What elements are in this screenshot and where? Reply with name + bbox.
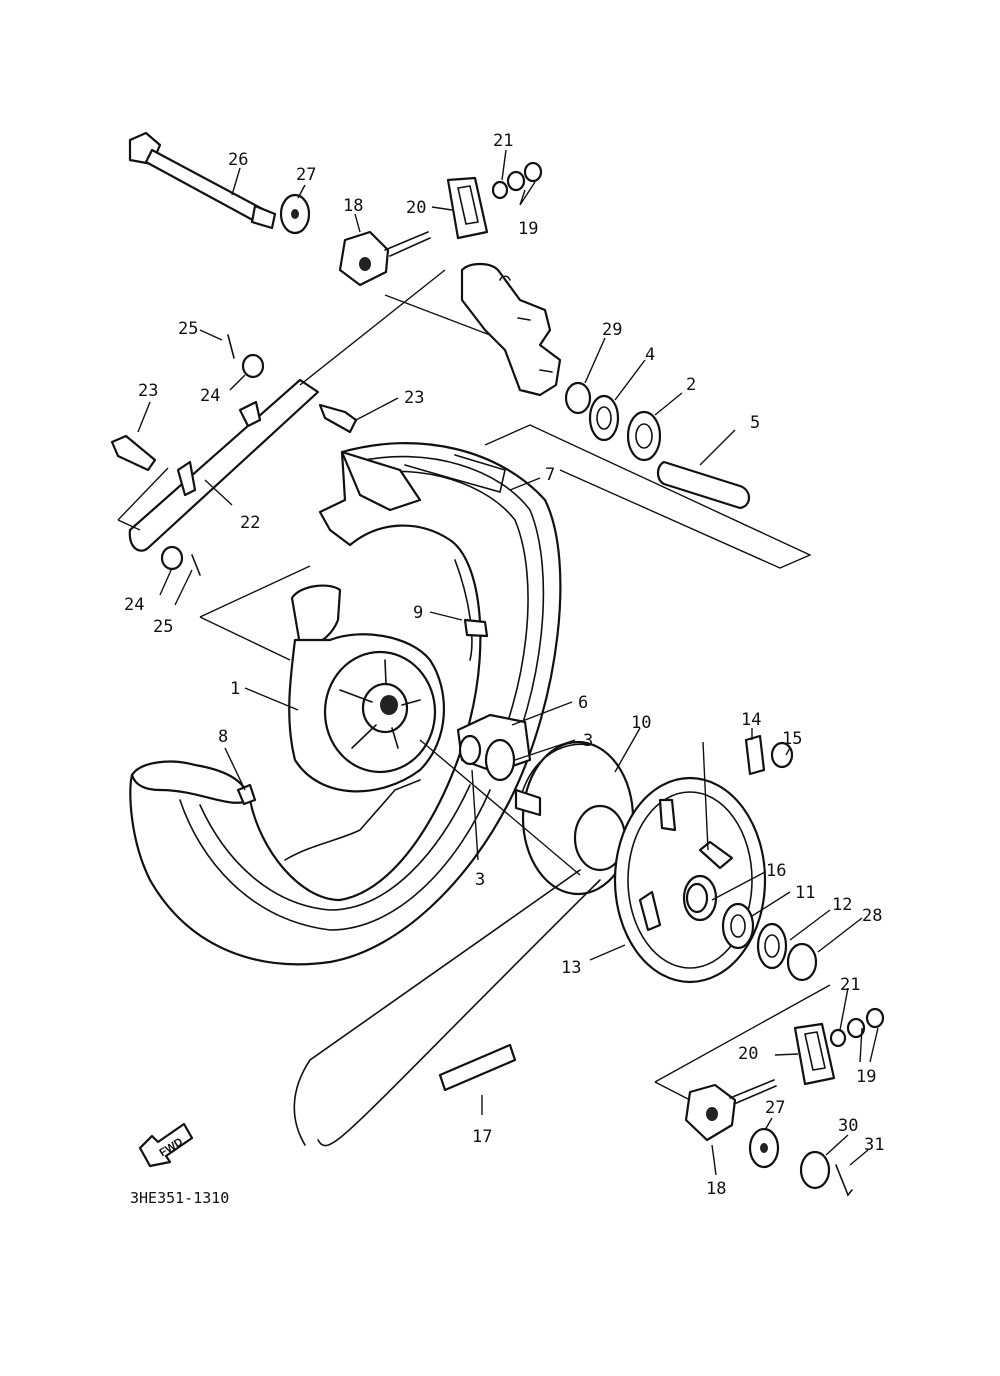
callout-12: 12 (832, 895, 852, 915)
callout-19-lower: 19 (856, 1067, 876, 1087)
callout-27-upper: 27 (296, 165, 316, 185)
clutch-hub-10 (514, 740, 635, 896)
callout-8: 8 (218, 727, 228, 747)
callout-23-left: 23 (138, 381, 158, 401)
rear-axle (128, 131, 277, 230)
callout-5: 5 (750, 413, 760, 433)
callout-17: 17 (472, 1127, 492, 1147)
wheel-hub (284, 584, 445, 861)
diagram-code: 3HE351-1310 (130, 1189, 229, 1207)
chain-puller-upper (338, 230, 431, 287)
bearing-3-inner (458, 734, 482, 766)
nut-24-bottom (160, 545, 184, 571)
washer-21-upper (491, 180, 509, 200)
nut-15 (770, 741, 794, 769)
nut-24-top (241, 353, 265, 379)
nut-19a (506, 170, 526, 192)
adjuster-block-lower (793, 1022, 836, 1086)
sprocket-13 (613, 776, 767, 984)
collar-28 (786, 942, 818, 982)
callout-3-upper: 3 (583, 731, 593, 751)
stud-14 (744, 734, 766, 776)
callout-19-upper: 19 (518, 219, 538, 239)
callout-14: 14 (741, 710, 761, 730)
callout-27-lower: 27 (765, 1098, 785, 1118)
callout-25-top: 25 (178, 319, 198, 339)
callout-2: 2 (686, 375, 696, 395)
callout-numbers: 26 27 18 20 21 19 25 24 23 23 29 4 2 5 7… (124, 131, 884, 1199)
callout-25-bottom: 25 (153, 617, 173, 637)
callout-10: 10 (631, 713, 651, 733)
callout-7: 7 (545, 465, 555, 485)
callout-20-lower: 20 (738, 1044, 758, 1064)
callout-18-lower: 18 (706, 1179, 726, 1199)
valve-bolt (236, 783, 257, 806)
callout-30: 30 (838, 1116, 858, 1136)
callout-leaders (137, 149, 879, 1176)
callout-31: 31 (864, 1135, 884, 1155)
bolt-23-left (110, 434, 157, 472)
callout-1: 1 (230, 679, 240, 699)
callout-6: 6 (578, 693, 588, 713)
nut-19b (523, 161, 543, 183)
rim-band (454, 559, 473, 661)
collar-29 (564, 381, 592, 415)
callout-16: 16 (766, 861, 786, 881)
callout-20-upper: 20 (406, 198, 426, 218)
rear-tire (129, 442, 562, 966)
washer-21-lower (829, 1028, 847, 1048)
axle-nut-30 (799, 1150, 831, 1190)
callout-24-bottom: 24 (124, 595, 144, 615)
callout-29: 29 (602, 320, 622, 340)
callout-24-top: 24 (200, 386, 220, 406)
pin-25-top (227, 334, 235, 359)
callout-22: 22 (240, 513, 260, 533)
callout-11: 11 (795, 883, 815, 903)
callout-28: 28 (862, 906, 882, 926)
torque-rod (128, 378, 320, 552)
assembly-lines (117, 269, 831, 1101)
bearing-3-outer (484, 738, 516, 782)
callout-3-lower: 3 (475, 870, 485, 890)
callout-21-upper: 21 (493, 131, 513, 151)
nut-19d (865, 1007, 885, 1029)
collar-16 (685, 882, 709, 914)
callout-13: 13 (561, 958, 581, 978)
adjuster-block-upper (446, 176, 489, 240)
callout-15: 15 (782, 729, 802, 749)
callout-9: 9 (413, 603, 423, 623)
chain-puller-lower (684, 1079, 777, 1142)
callout-26: 26 (228, 150, 248, 170)
cotter-pin-31 (835, 1164, 853, 1197)
callout-4: 4 (645, 345, 655, 365)
bolt-23-right (318, 403, 358, 434)
oil-seal-4 (588, 394, 620, 442)
drive-chain (293, 869, 601, 1147)
callout-23-right: 23 (404, 388, 424, 408)
spacer-5 (656, 460, 751, 510)
bearing-11 (721, 902, 755, 950)
nut-19c (846, 1017, 866, 1039)
rim-valve (463, 618, 489, 638)
caliper-bracket (460, 262, 562, 397)
oil-seal-12 (756, 922, 788, 970)
bearing-2 (626, 410, 662, 462)
pin-25-bottom (191, 554, 201, 576)
callout-21-lower: 21 (840, 975, 860, 995)
callout-18-upper: 18 (343, 196, 363, 216)
fwd-arrow-icon: FWD (138, 1122, 194, 1168)
